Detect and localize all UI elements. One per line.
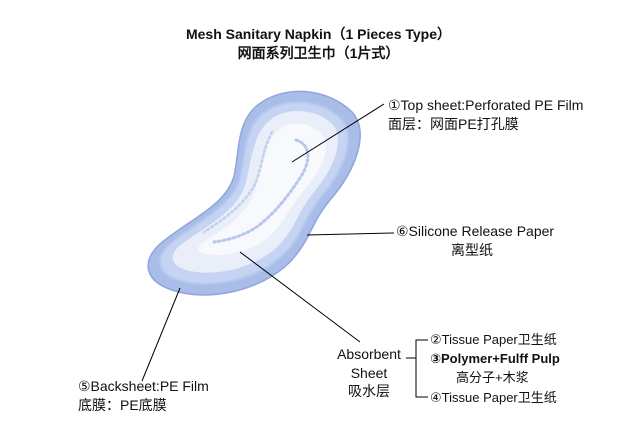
label-tissue-bottom: ④Tissue Paper卫生纸 <box>430 390 557 405</box>
label-absorbent-cn: 吸水层 <box>348 383 390 399</box>
label-polymer-cn: 高分子+木浆 <box>456 370 529 385</box>
layers-bracket <box>406 339 428 398</box>
label-polymer: ③Polymer+Fulff Pulp <box>430 351 560 366</box>
leader-release-paper <box>306 232 395 236</box>
label-release-paper-en: ⑥Silicone Release Paper <box>396 223 555 239</box>
title-english: Mesh Sanitary Napkin（1 Pieces Type） <box>185 26 452 42</box>
napkin-absorbent-core <box>198 123 326 256</box>
label-backsheet-cn: 底膜：PE底膜 <box>78 397 167 413</box>
leader-backsheet <box>141 287 181 382</box>
label-backsheet-en: ⑤Backsheet:PE Film <box>78 378 209 394</box>
label-top-sheet-en: ①Top sheet:Perforated PE Film <box>388 97 584 113</box>
label-absorbent-line2: Sheet <box>350 365 388 381</box>
napkin-emboss-channel <box>212 138 310 244</box>
title-chinese: 网面系列卫生巾（1片式） <box>237 45 400 61</box>
napkin-emboss-channel-2 <box>202 130 274 234</box>
label-tissue-top: ②Tissue Paper卫生纸 <box>430 332 557 347</box>
leader-top-sheet <box>291 103 385 163</box>
label-absorbent-line1: Absorbent <box>337 346 401 362</box>
leader-absorbent <box>239 251 361 343</box>
label-top-sheet-cn: 面层：网面PE打孔膜 <box>388 116 519 132</box>
label-release-paper-cn: 离型纸 <box>451 242 493 258</box>
